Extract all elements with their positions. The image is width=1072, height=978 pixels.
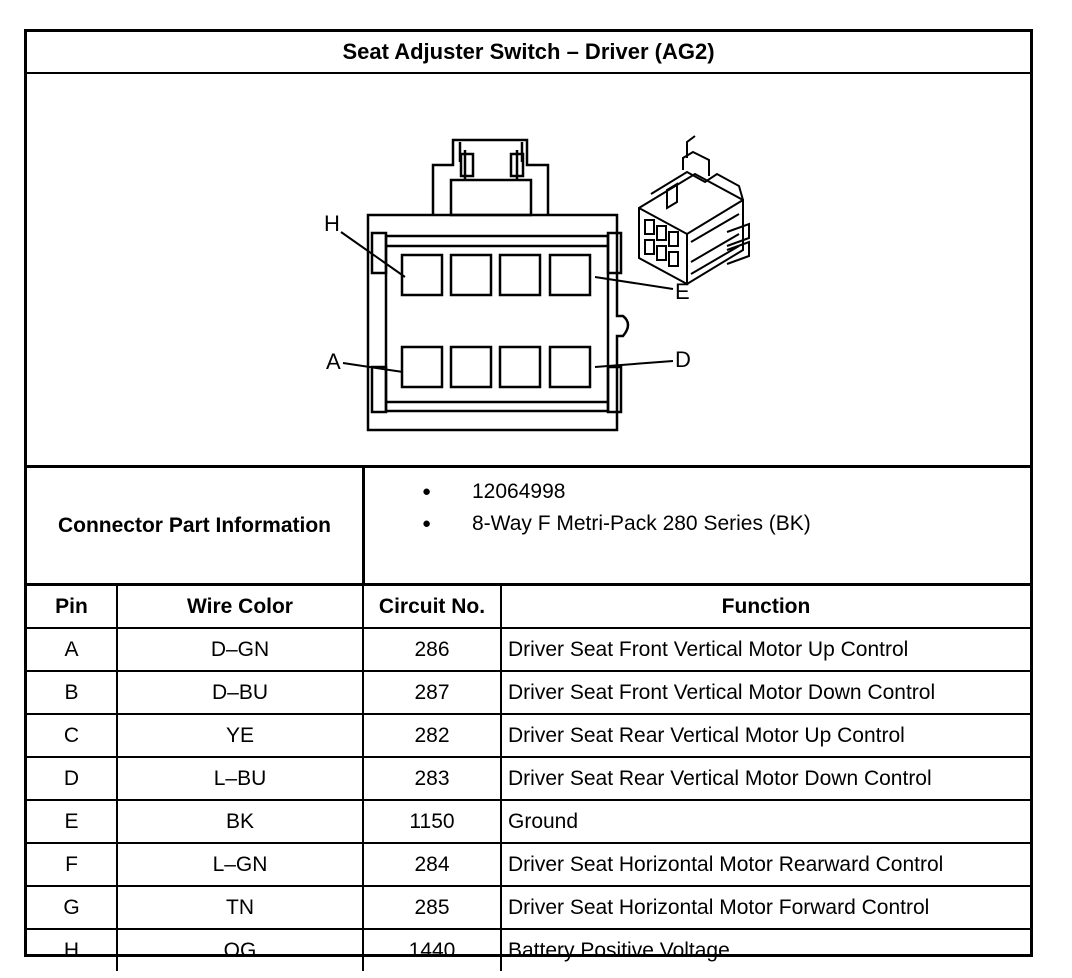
pin-cell: D [27,756,118,801]
circuit-cell: 1150 [362,799,502,844]
page-title: Seat Adjuster Switch – Driver (AG2) [27,32,1030,74]
wire-color-cell: OG [116,928,364,971]
pin-cell: G [27,885,118,930]
table-row: D L–BU 283 Driver Seat Rear Vertical Mot… [27,756,1030,801]
connector-latch [431,138,550,217]
pin-cell: B [27,670,118,715]
header-pin: Pin [27,586,118,629]
wire-color-cell: D–GN [116,627,364,672]
function-cell: Ground [500,799,1030,844]
circuit-cell: 1440 [362,928,502,971]
connector-sheet: Seat Adjuster Switch – Driver (AG2) [24,29,1033,971]
table-row: C YE 282 Driver Seat Rear Vertical Motor… [27,713,1030,758]
wire-color-cell: L–BU [116,756,364,801]
callout-h: H [324,211,340,236]
function-cell: Driver Seat Horizontal Motor Forward Con… [500,885,1030,930]
table-row: E BK 1150 Ground [27,799,1030,844]
table-row: B D–BU 287 Driver Seat Front Vertical Mo… [27,670,1030,715]
function-cell: Driver Seat Horizontal Motor Rearward Co… [500,842,1030,887]
header-wire-color: Wire Color [116,586,364,629]
callout-leaders [340,231,674,373]
pin-table: Pin Wire Color Circuit No. Function A D–… [27,586,1030,971]
wire-color-cell: YE [116,713,364,758]
connector-part-list: 12064998 8-Way F Metri-Pack 280 Series (… [365,476,811,540]
function-cell: Battery Positive Voltage [500,928,1030,971]
circuit-cell: 287 [362,670,502,715]
pin-cavities [400,253,592,389]
wire-color-cell: BK [116,799,364,844]
callout-d: D [675,347,691,372]
function-cell: Driver Seat Front Vertical Motor Up Cont… [500,627,1030,672]
pin-cell: F [27,842,118,887]
table-row: F L–GN 284 Driver Seat Horizontal Motor … [27,842,1030,887]
callout-e: E [675,279,690,304]
function-cell: Driver Seat Rear Vertical Motor Up Contr… [500,713,1030,758]
part-description: 8-Way F Metri-Pack 280 Series (BK) [365,508,811,540]
circuit-cell: 283 [362,756,502,801]
pin-cell: H [27,928,118,971]
part-number: 12064998 [365,476,811,508]
pin-cell: A [27,627,118,672]
connector-isometric [638,135,750,286]
callout-a: A [326,349,341,374]
pin-cell: E [27,799,118,844]
table-header-row: Pin Wire Color Circuit No. Function [27,586,1030,629]
table-row: A D–GN 286 Driver Seat Front Vertical Mo… [27,627,1030,672]
header-function: Function [500,586,1030,629]
connector-part-label: Connector Part Information [27,468,365,583]
connector-body [366,213,630,432]
wire-color-cell: L–GN [116,842,364,887]
pin-cell: C [27,713,118,758]
connector-figure: H E A D [27,74,1030,468]
header-circuit-no: Circuit No. [362,586,502,629]
function-cell: Driver Seat Front Vertical Motor Down Co… [500,670,1030,715]
circuit-cell: 285 [362,885,502,930]
wire-color-cell: TN [116,885,364,930]
table-row: H OG 1440 Battery Positive Voltage [27,928,1030,971]
table-row: G TN 285 Driver Seat Horizontal Motor Fo… [27,885,1030,930]
connector-diagram: H E A D [324,135,750,432]
circuit-cell: 284 [362,842,502,887]
callout-labels: H E A D [324,211,691,374]
function-cell: Driver Seat Rear Vertical Motor Down Con… [500,756,1030,801]
connector-part-info: Connector Part Information 12064998 8-Wa… [27,468,1030,586]
circuit-cell: 286 [362,627,502,672]
wire-color-cell: D–BU [116,670,364,715]
circuit-cell: 282 [362,713,502,758]
